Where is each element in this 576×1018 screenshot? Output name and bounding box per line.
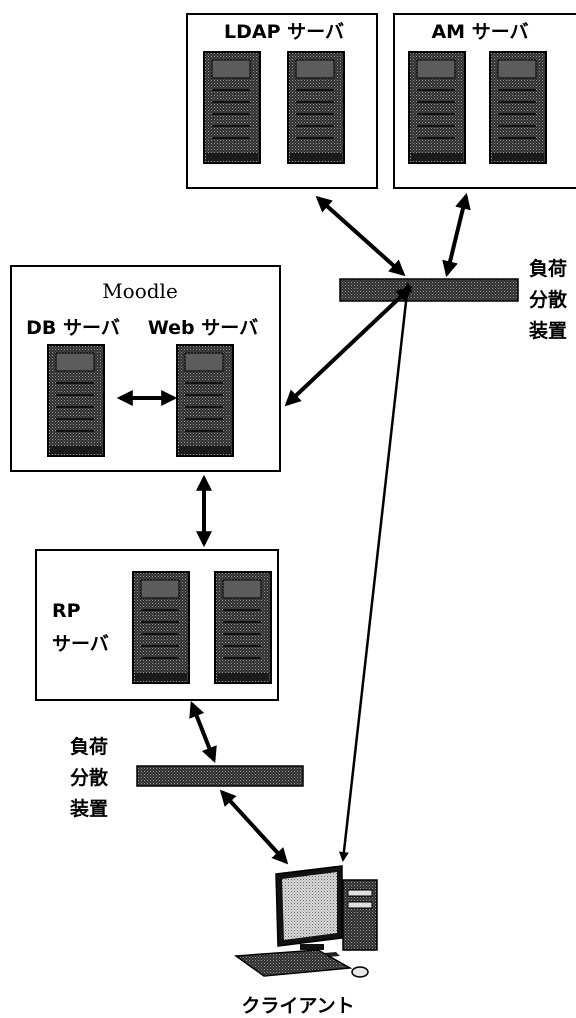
load-balancer-top-label-2: 分散 [529, 288, 567, 311]
load-balancer-top: 負荷 分散 装置 [339, 257, 567, 342]
arrow-am-lb [442, 192, 471, 278]
load-balancer-top-label-1: 負荷 [529, 257, 567, 280]
moodle-group: Moodle DB サーバ Web サーバ [10, 265, 281, 472]
moodle-web-label: Web サーバ [148, 317, 258, 339]
arrow-ldap-lb [315, 195, 406, 277]
am-server-icon-1 [408, 51, 466, 164]
load-balancer-bottom-device [136, 765, 304, 787]
db-server-icon [47, 344, 105, 457]
load-balancer-bottom-label-2: 分散 [70, 766, 108, 789]
arrow-lb-web [284, 285, 413, 407]
client-label: クライアント [241, 995, 354, 1017]
load-balancer-top-device [339, 278, 519, 302]
computer-icon [233, 865, 378, 978]
load-balancer-top-label-3: 装置 [528, 319, 567, 342]
rp-title-line1: RP [52, 600, 81, 622]
am-server-group: AM サーバ [393, 13, 576, 189]
rp-server-icon-2 [214, 571, 272, 684]
ldap-server-icon-2 [287, 51, 345, 164]
arrow-toplb-client [338, 282, 413, 862]
am-title: AM サーバ [431, 21, 528, 43]
arrow-lb-client [219, 789, 289, 865]
connections [116, 192, 471, 865]
rp-server-group: RP サーバ [35, 549, 279, 701]
moodle-db-label: DB サーバ [26, 317, 120, 339]
rp-server-icon-1 [132, 571, 190, 684]
ldap-server-group: LDAP サーバ [186, 13, 378, 189]
ldap-title: LDAP サーバ [224, 21, 344, 43]
am-server-icon-2 [489, 51, 547, 164]
load-balancer-bottom-label-1: 負荷 [70, 735, 108, 758]
client-pc: クライアント [233, 865, 378, 1017]
web-server-icon [176, 344, 234, 457]
rp-title-line2: サーバ [52, 633, 109, 655]
arrow-rp-lb [189, 701, 217, 763]
load-balancer-bottom: 負荷 分散 装置 [69, 735, 304, 820]
ldap-server-icon-1 [203, 51, 261, 164]
load-balancer-bottom-label-3: 装置 [69, 797, 108, 820]
moodle-title: Moodle [102, 279, 178, 303]
